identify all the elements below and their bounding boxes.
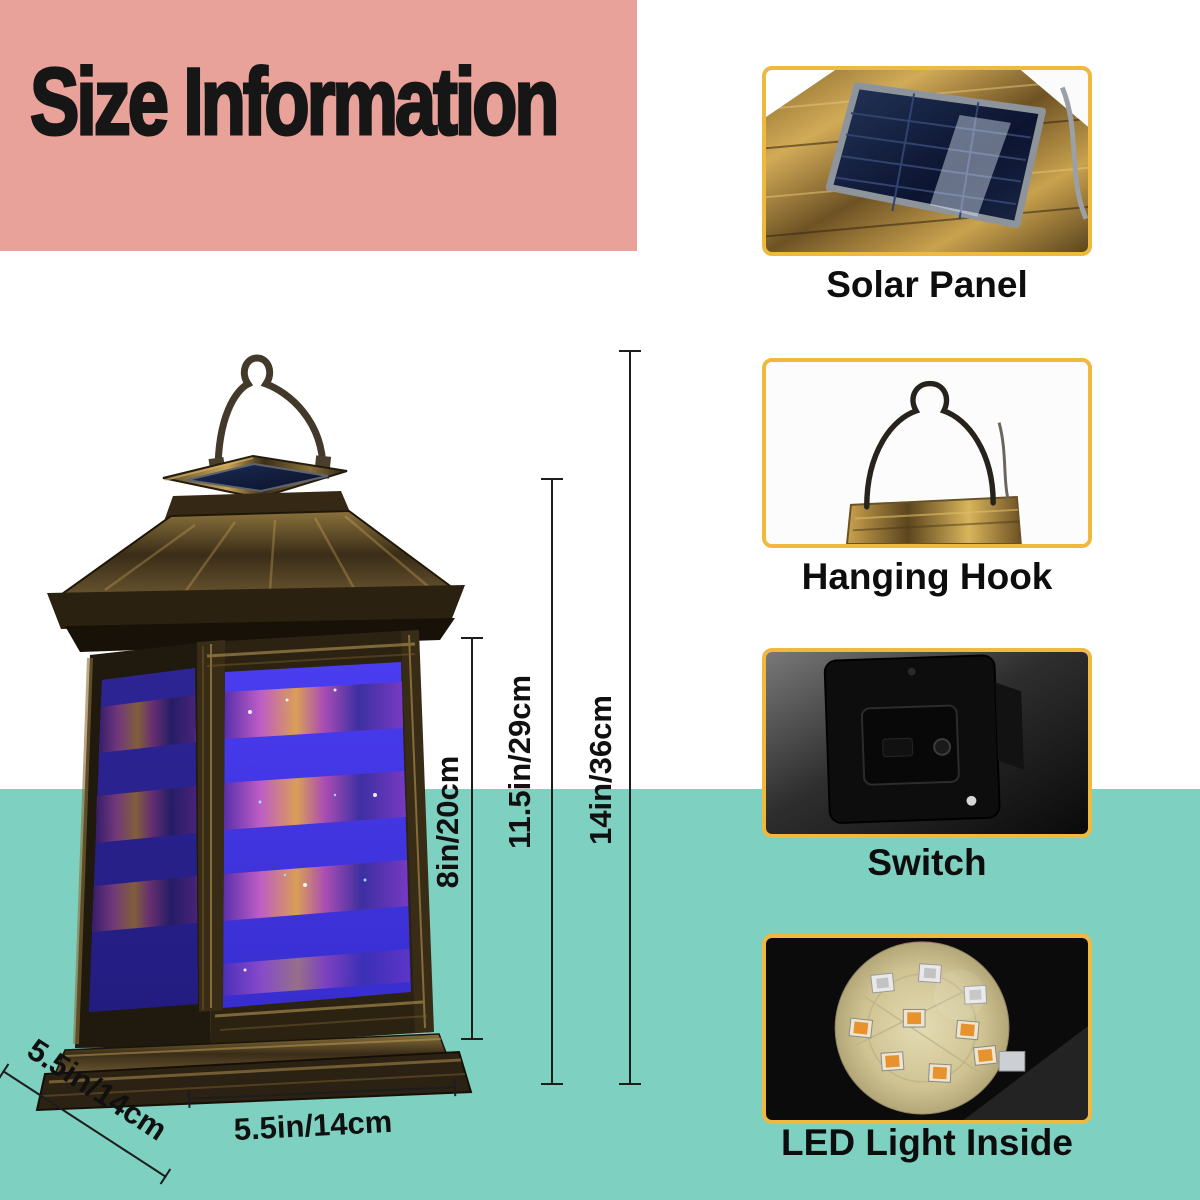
lantern-solar-top	[162, 454, 348, 500]
dimension-line-glass-height	[461, 637, 483, 1040]
feature-caption-solar-panel: Solar Panel	[826, 264, 1028, 305]
feature-caption-led-light: LED Light Inside	[781, 1122, 1073, 1163]
white-leds	[870, 963, 1026, 1072]
title-banner	[0, 0, 637, 251]
feature-card-solar-panel	[762, 66, 1092, 256]
amber-leds	[848, 1008, 998, 1083]
feature-card-led-light	[762, 934, 1092, 1124]
lantern-side-glass	[89, 668, 198, 1012]
dimension-label-glass-height: 8in/20cm	[430, 755, 465, 889]
hanging-hook-photo	[766, 362, 1088, 544]
switch-photo	[766, 652, 1088, 834]
solar-panel-photo	[766, 70, 1088, 252]
lantern-illustration	[35, 354, 473, 1112]
page-title: Size Information	[29, 48, 561, 157]
switch-screw	[966, 795, 977, 806]
hook-mount-plate	[846, 496, 1022, 544]
dimension-label-total-height: 14in/36cm	[583, 695, 618, 845]
lantern-body	[73, 630, 434, 1048]
feature-caption-hanging-hook: Hanging Hook	[801, 556, 1053, 597]
metal-component	[998, 1051, 1026, 1072]
dimension-line-body-height	[541, 478, 563, 1085]
dimension-label-body-height: 11.5in/29cm	[502, 674, 537, 850]
solar-wire	[1060, 86, 1088, 220]
hook-wire	[864, 380, 996, 510]
led-light-photo	[766, 938, 1088, 1120]
solar-cell	[825, 82, 1047, 229]
dimension-line-total-height	[619, 350, 641, 1085]
switch-slider	[882, 737, 914, 758]
feature-caption-switch: Switch	[867, 842, 987, 883]
lantern-roof	[47, 491, 465, 652]
lantern-base	[35, 1033, 473, 1112]
feature-card-hanging-hook	[762, 358, 1092, 548]
feature-card-switch	[762, 648, 1092, 838]
lantern-front-glass	[223, 662, 411, 1008]
